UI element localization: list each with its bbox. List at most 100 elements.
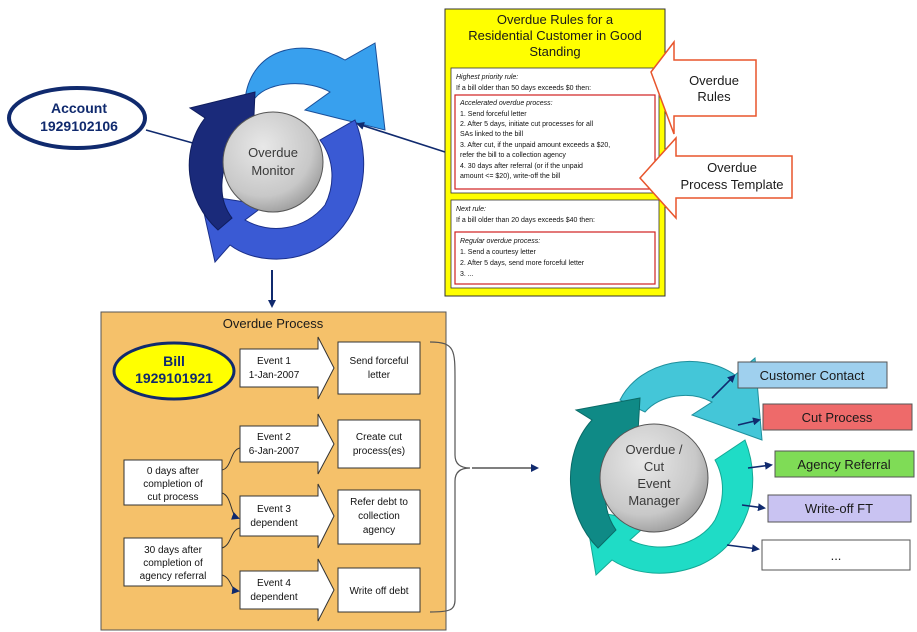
arrow-to-cut-process — [737, 417, 761, 426]
event-1-line-1: Event 1 — [257, 356, 291, 367]
output-more-label: ... — [831, 548, 842, 563]
action-1-line-1: Send forceful — [350, 356, 409, 367]
account-oval-shape — [7, 86, 147, 150]
action-4-line-1: Write off debt — [349, 586, 408, 597]
condition-1-to-event-2-line — [221, 447, 241, 471]
event-manager-cycle: Overdue / Cut Event Manager — [569, 356, 763, 577]
accelerated-process-title: Accelerated overdue process: — [459, 100, 553, 107]
event-3-chevron — [239, 483, 335, 549]
condition-2-box — [123, 537, 223, 587]
condition-1-line-1: 0 days after — [147, 466, 200, 477]
accelerated-step: 3. After cut, if the unpaid amount excee… — [460, 142, 610, 149]
accelerated-process-box — [454, 94, 656, 190]
manager-label-line-3: Event — [637, 476, 671, 491]
rules-title-line-2: Residential Customer in Good — [468, 28, 641, 43]
action-3-line-1: Refer debt to — [350, 497, 408, 508]
rules-panel: Overdue Rules for a Residential Customer… — [444, 8, 666, 297]
accelerated-step: SAs linked to the bill — [460, 131, 523, 138]
monitor-arrow-bottom — [199, 119, 365, 264]
process-panel-title: Overdue Process — [223, 316, 324, 331]
action-2-box — [337, 419, 421, 469]
condition-1-box — [123, 459, 223, 506]
overdue-monitor-circle — [222, 111, 324, 213]
event-2-chevron — [239, 413, 335, 475]
output-cut-process — [762, 403, 913, 431]
account-number: 1929102106 — [40, 118, 118, 134]
overdue-monitor-cycle: Overdue Monitor — [188, 42, 386, 264]
process-template-callout-line-1: Overdue — [707, 160, 757, 175]
process-template-callout: Overdue Process Template — [638, 136, 793, 220]
condition-1-line-2: completion of — [143, 479, 203, 490]
overdue-rules-callout: Overdue Rules — [650, 39, 757, 135]
action-3-line-3: agency — [363, 525, 395, 536]
account-to-monitor-arrow — [145, 129, 202, 148]
event-1-chevron — [239, 336, 335, 400]
event-4-line-2: dependent — [250, 592, 297, 603]
events-brace — [429, 341, 471, 613]
manager-label-line-4: Manager — [628, 493, 680, 508]
condition-2-line-1: 30 days after — [144, 545, 202, 556]
overdue-rules-callout-line-1: Overdue — [689, 73, 739, 88]
action-4-box — [337, 567, 421, 613]
overdue-rules-callout-arrow — [650, 39, 757, 135]
event-1-line-2: 1-Jan-2007 — [249, 370, 300, 381]
event-2-line-2: 6-Jan-2007 — [249, 446, 300, 457]
event-3-line-1: Event 3 — [257, 504, 291, 515]
arrow-to-agency-referral — [747, 461, 773, 470]
monitor-label-line-1: Overdue — [248, 145, 298, 160]
rules-title-line-3: Standing — [529, 44, 580, 59]
manager-arrow-bottom — [584, 439, 754, 577]
arrow-to-write-off — [741, 503, 766, 512]
account-oval: Account 1929102106 — [7, 86, 147, 150]
action-3-box — [337, 489, 421, 545]
action-2-line-2: process(es) — [353, 446, 405, 457]
regular-step: 3. ... — [460, 271, 474, 278]
regular-process-title: Regular overdue process: — [460, 238, 540, 245]
output-customer-contact-label: Customer Contact — [760, 368, 865, 383]
process-template-callout-arrow — [638, 136, 793, 220]
rules-title-line-1: Overdue Rules for a — [497, 12, 614, 27]
bill-oval — [112, 341, 236, 401]
regular-process-box — [454, 231, 656, 285]
condition-2-to-event-3-line — [221, 527, 241, 549]
accelerated-step: 4. 30 days after referral (or if the unp… — [460, 163, 583, 170]
accelerated-step: 1. Send forceful letter — [460, 111, 527, 118]
condition-1-line-3: cut process — [147, 492, 198, 503]
overdue-process-panel: Overdue Process Bill 1929101921 Event 1 … — [100, 311, 447, 631]
manager-label-line-1: Overdue / — [625, 442, 682, 457]
output-agency-referral-label: Agency Referral — [797, 457, 890, 472]
event-2-line-1: Event 2 — [257, 432, 291, 443]
event-3-line-2: dependent — [250, 518, 297, 529]
arrow-to-more — [726, 544, 760, 553]
event-manager-circle — [599, 423, 709, 533]
monitor-arrow-top — [244, 42, 386, 131]
rules-to-monitor-arrow — [356, 122, 446, 153]
accelerated-step: amount <= $20), write-off the bill — [460, 173, 561, 180]
arrow-to-customer-contact — [711, 374, 736, 399]
action-1-line-2: letter — [368, 370, 391, 381]
overdue-rules-callout-line-2: Rules — [697, 89, 731, 104]
account-label: Account — [51, 100, 107, 116]
condition-2-line-3: agency referral — [140, 571, 207, 582]
regular-step: 1. Send a courtesy letter — [460, 249, 537, 256]
condition-1-to-event-3-arrow — [221, 492, 240, 520]
condition-2-line-2: completion of — [143, 558, 203, 569]
accelerated-step: refer the bill to a collection agency — [460, 152, 566, 159]
accelerated-step: 2. After 5 days, initiate cut processes … — [460, 121, 594, 128]
regular-step: 2. After 5 days, send more forceful lett… — [460, 260, 585, 267]
bill-number: 1929101921 — [135, 370, 213, 386]
next-rule-condition: If a bill older than 20 days exceeds $40… — [456, 217, 595, 224]
manager-label-line-2: Cut — [644, 459, 665, 474]
output-agency-referral — [774, 450, 915, 478]
output-customer-contact — [737, 361, 888, 389]
bill-label: Bill — [163, 353, 185, 369]
output-write-off-ft — [767, 494, 912, 523]
output-more — [761, 539, 911, 571]
process-template-callout-line-2: Process Template — [680, 177, 783, 192]
highest-rule-heading: Highest priority rule: — [456, 74, 518, 81]
action-3-line-2: collection — [358, 511, 400, 522]
event-4-chevron — [239, 558, 335, 622]
output-boxes: Customer Contact Cut Process Agency Refe… — [711, 361, 915, 571]
output-cut-process-label: Cut Process — [802, 410, 873, 425]
